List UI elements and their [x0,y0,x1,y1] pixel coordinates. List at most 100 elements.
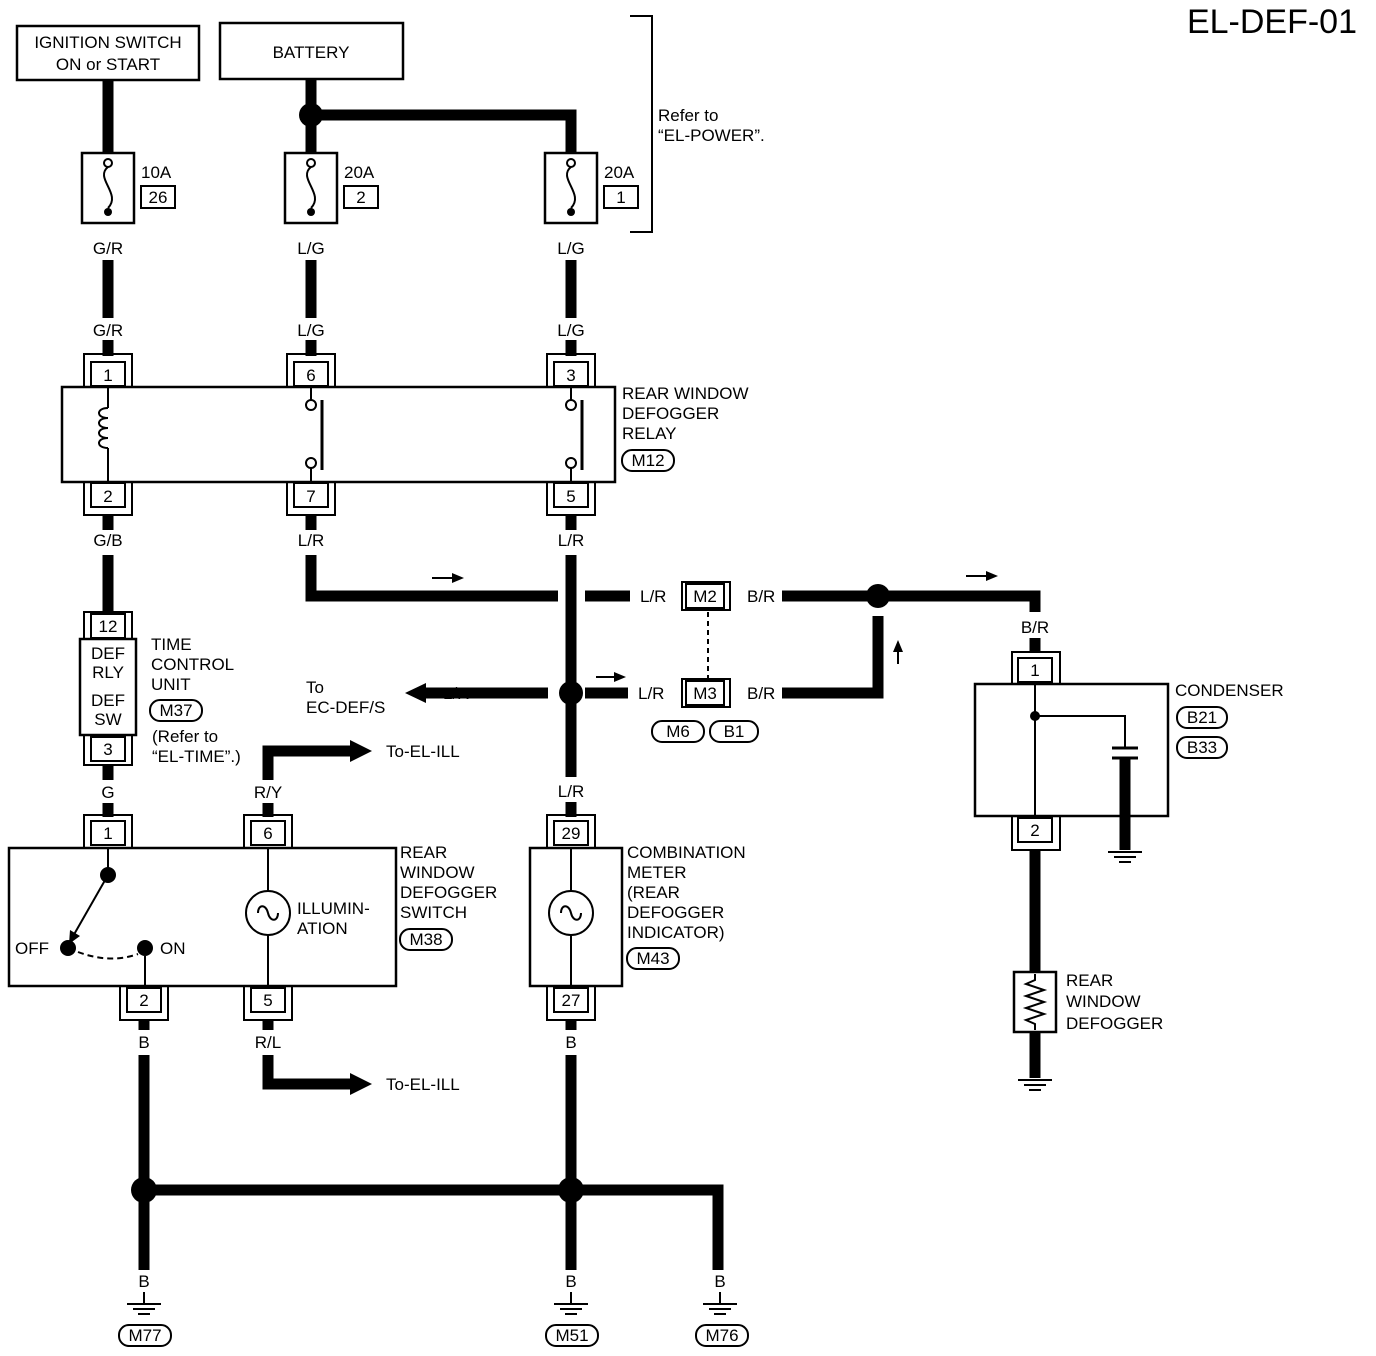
switch-name-3: DEFOGGER [400,883,497,902]
switch-name-2: WINDOW [400,863,475,882]
relay-pin-3: 3 [566,366,575,385]
ground-junction-left [131,1177,157,1203]
defogger-name-3: DEFOGGER [1066,1014,1163,1033]
m3-label: M3 [693,684,717,703]
switch-off-label: OFF [15,939,49,958]
switch-pin-5: 5 [263,991,272,1010]
defogger-switch: 1 6 2 5 OFF ON ILLUMIN- ATION REAR WINDO… [7,814,497,1021]
tcu-inner-3: DEF [91,691,125,710]
wire-b-m51: B [565,1272,576,1291]
flow-arrow-icon [432,573,464,583]
wire-lr-relay7: L/R [298,531,324,550]
arrow-left-icon [405,683,426,703]
wire-lg1-top: L/G [297,239,324,258]
time-control-unit: 12 DEF RLY DEF SW 3 TIME CONTROL UNIT M3… [78,611,241,766]
ground-icon [1018,1079,1052,1091]
wire-ry: R/Y [254,783,282,802]
fuse-2: 20A 2 [283,151,379,225]
battery-junction [299,103,323,127]
fuse-26-number: 26 [149,188,168,207]
meter-name-5: INDICATOR) [627,923,725,942]
tcu-inner-4: SW [94,710,121,729]
b1-label: B1 [724,722,745,741]
tcu-refer-1: (Refer to [152,727,218,746]
wire-g: G [101,783,114,802]
wire-br-cond: B/R [1021,618,1049,637]
fuse-1-number: 1 [616,188,625,207]
meter-name-1: COMBINATION [627,843,746,862]
condenser-pin-1: 1 [1030,661,1039,680]
wire-br-m3: B/R [747,684,775,703]
wire-lr-ecdef: L/R [443,684,469,703]
wire-lr-m3: L/R [638,684,664,703]
fuse-2-rating: 20A [344,163,375,182]
ignition-label-1: IGNITION SWITCH [34,33,181,52]
wire-b-sw: B [138,1033,149,1052]
relay-name-2: DEFOGGER [622,404,719,423]
condenser-connector-2: B33 [1187,738,1217,757]
condenser-connector-1: B21 [1187,708,1217,727]
to-elill-1: To-EL-ILL [386,742,460,761]
meter-name-4: DEFOGGER [627,903,724,922]
relay-name-3: RELAY [622,424,677,443]
tcu-name-3: UNIT [151,675,191,694]
battery-label: BATTERY [273,43,350,62]
ignition-switch-box: IGNITION SWITCH ON or START [15,24,201,82]
condenser: 1 2 CONDENSER B21 B33 [973,651,1284,863]
switch-name-4: SWITCH [400,903,467,922]
to-elill-2: To-EL-ILL [386,1075,460,1094]
switch-lever-icon [71,874,109,939]
fuse-1-rating: 20A [604,163,635,182]
meter-connector: M43 [636,949,669,968]
arrow-right-icon [350,740,372,762]
switch-pin-6: 6 [263,824,272,843]
fuse-2-number: 2 [356,188,365,207]
ground-m51: M51 [555,1326,588,1345]
wire-gr-top: G/R [93,239,123,258]
ground-junction-center [558,1177,584,1203]
ground-icon [127,1292,161,1315]
wire-lg2-bot: L/G [557,321,584,340]
resistor-icon [1022,974,1048,1030]
joint-m2: L/R M2 B/R [640,581,775,611]
rear-window-defogger: REAR WINDOW DEFOGGER [1012,970,1163,1034]
tcu-pin-3: 3 [103,740,112,759]
wire-b-m77: B [138,1272,149,1291]
switch-name-1: REAR [400,843,447,862]
ground-m76: M76 [705,1326,738,1345]
relay-coil-icon [98,407,109,449]
tcu-pin-12: 12 [99,617,118,636]
switch-pin-1: 1 [103,824,112,843]
flow-arrow-icon [893,640,903,664]
to-ecdef-2: EC-DEF/S [306,698,385,717]
meter-name-2: METER [627,863,687,882]
fuse-26-rating: 10A [141,163,172,182]
arrow-right-icon [350,1073,372,1095]
tcu-inner-1: DEF [91,644,125,663]
to-ecdef-1: To [306,678,324,697]
m6-label: M6 [666,722,690,741]
meter-pin-27: 27 [562,991,581,1010]
refer-power-bracket: Refer to “EL-POWER”. [630,15,765,233]
battery-box: BATTERY [218,21,405,81]
joint-m3: L/R M3 B/R [638,678,775,708]
wire-gr-bot: G/R [93,321,123,340]
relay-pin-1: 1 [103,366,112,385]
relay-pin-6: 6 [306,366,315,385]
flow-arrow-icon [596,672,626,682]
fuse-1: 20A 1 [543,151,639,225]
defogger-relay: 1 6 3 2 7 5 REAR WINDOW DEFOGGER RELAY M… [60,353,749,516]
switch-pin-2: 2 [139,991,148,1010]
ground-m77: M77 [128,1326,161,1345]
wire-lr-meter: L/R [558,782,584,801]
switch-connector: M38 [409,930,442,949]
ignition-label-2: ON or START [56,55,160,74]
refer-power-1: Refer to [658,106,718,125]
relay-pin-7: 7 [306,487,315,506]
flow-arrow-icon [966,571,998,581]
refer-power-2: “EL-POWER”. [658,126,765,145]
tcu-name-1: TIME [151,635,192,654]
fuse-26: 10A 26 [80,151,176,225]
wire-lg1-bot: L/G [297,321,324,340]
meter-name-3: (REAR [627,883,680,902]
